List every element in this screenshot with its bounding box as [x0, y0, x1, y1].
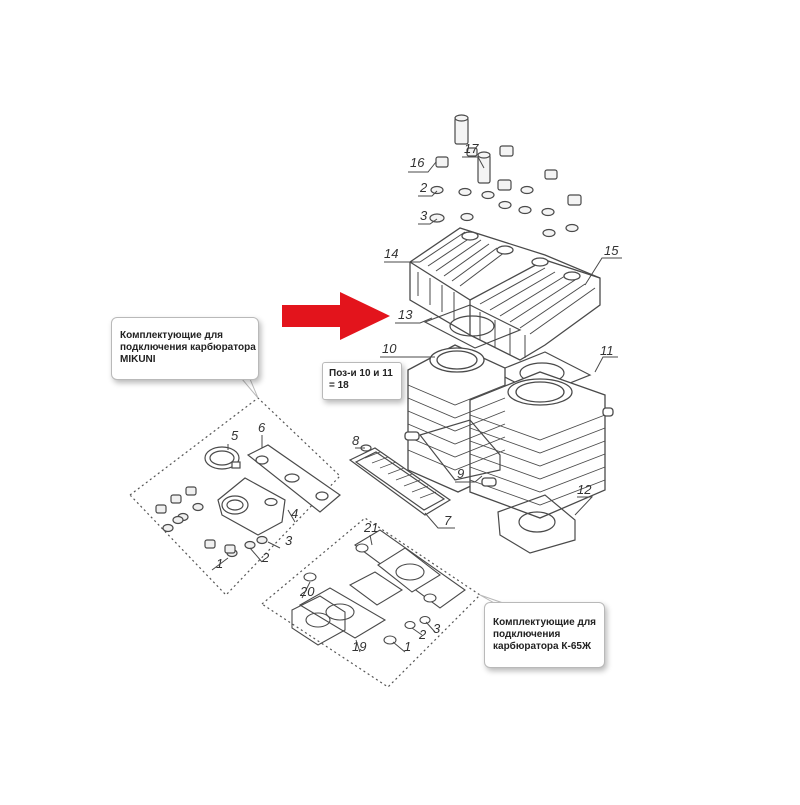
part-number: 3 — [285, 533, 293, 548]
part-number: 6 — [258, 420, 266, 435]
part-number: 2 — [261, 550, 270, 565]
fasteners-top — [429, 114, 582, 238]
part-number: 15 — [604, 243, 619, 258]
part-number: 3 — [420, 208, 428, 223]
red-arrow-icon — [282, 292, 390, 340]
part-number: 14 — [384, 246, 398, 261]
k65-callout-tail — [479, 594, 507, 605]
part-number: 7 — [444, 513, 452, 528]
cylinder-heads — [409, 227, 601, 361]
callout-line: подключения — [493, 629, 561, 640]
part-number: 13 — [398, 307, 413, 322]
part-number: 12 — [577, 482, 592, 497]
part-number: 1 — [404, 639, 411, 654]
intake-plate — [348, 419, 576, 554]
note-line: = 18 — [329, 380, 349, 391]
mikuni-kit-parts — [155, 444, 341, 558]
part-number: 20 — [299, 584, 315, 599]
leader-lines — [211, 156, 622, 653]
part-number: 2 — [419, 180, 428, 195]
part-number: 21 — [363, 520, 378, 535]
part-number: 9 — [457, 466, 464, 481]
callout-line: подключения карбюратора — [120, 342, 256, 353]
part-number: 19 — [352, 639, 366, 654]
part-number: 16 — [410, 155, 425, 170]
callout-line: Комплектующие для — [120, 330, 224, 341]
callout-line: Комплектующие для — [493, 617, 597, 628]
part-number: 2 — [418, 627, 427, 642]
k65-callout: Комплектующие для подключения карбюратор… — [484, 602, 605, 668]
part-number: 10 — [382, 341, 397, 356]
part-number: 17 — [464, 141, 479, 156]
mikuni-callout: Комплектующие для подключения карбюратор… — [111, 317, 259, 380]
part-number: 4 — [291, 506, 298, 521]
mikuni-callout-tail — [241, 378, 259, 399]
cylinders — [404, 344, 614, 519]
part-number: 8 — [352, 433, 360, 448]
note-line: Поз-и 10 и 11 — [329, 368, 393, 379]
position-note: Поз-и 10 и 11 = 18 — [322, 362, 402, 400]
part-number: 1 — [216, 556, 223, 571]
part-number: 11 — [600, 343, 614, 358]
part-number: 5 — [231, 428, 239, 443]
k65-kit-parts — [291, 529, 466, 646]
part-number: 3 — [433, 621, 441, 636]
callout-line: карбюратора К-65Ж — [493, 641, 591, 652]
callout-line: MIKUNI — [120, 354, 156, 365]
